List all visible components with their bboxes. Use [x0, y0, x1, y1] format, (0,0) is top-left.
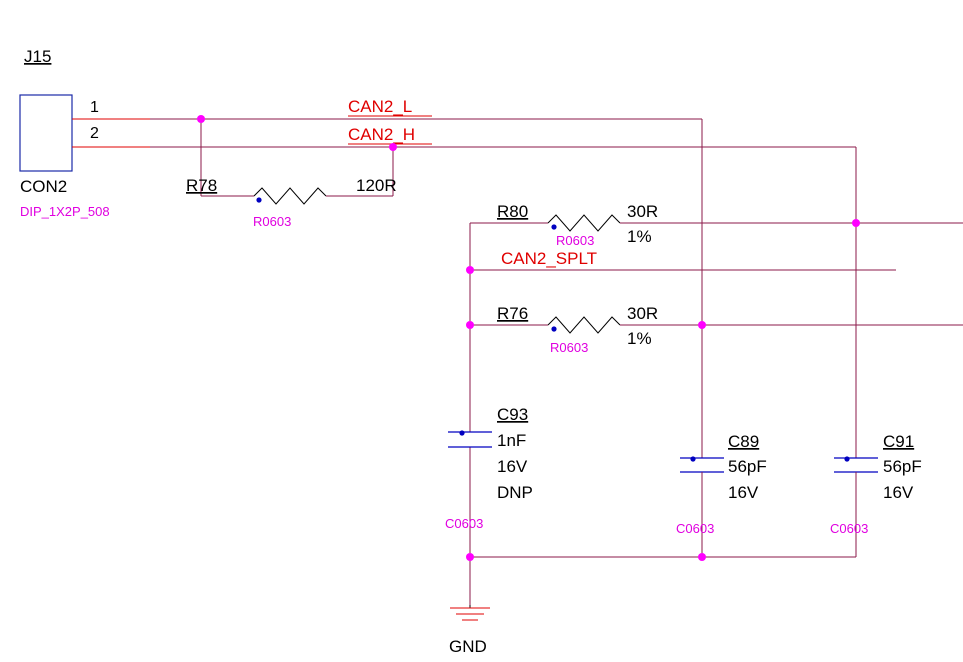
junction-dot [197, 115, 205, 123]
r80-value: 30R [627, 202, 658, 221]
net-label-can-l: CAN2_L [348, 97, 412, 116]
connector-package: DIP_1X2P_508 [20, 204, 110, 219]
c89-package: C0603 [676, 521, 714, 536]
connector-pin2-label: 2 [90, 125, 99, 142]
r76-tolerance: 1% [627, 329, 652, 348]
r78-package: R0603 [253, 214, 291, 229]
net-label-split: CAN2_SPLT [501, 249, 597, 268]
r76-ref: R76 [497, 304, 528, 323]
junction-dot [466, 266, 474, 274]
c89-value: 56pF [728, 457, 767, 476]
c91-package: C0603 [830, 521, 868, 536]
c93-pin1-dot [459, 430, 465, 436]
gnd-label: GND [449, 637, 487, 656]
junction-dot [852, 219, 860, 227]
junction-dot [698, 321, 706, 329]
junction-dot [389, 143, 397, 151]
c91-pin1-dot [844, 456, 850, 462]
r76-resistor [547, 316, 621, 334]
junction-dot [698, 553, 706, 561]
c91-voltage: 16V [883, 483, 914, 502]
r80-pin1-dot [551, 224, 557, 230]
r78-pin1-dot [256, 197, 262, 203]
c93-ref: C93 [497, 405, 528, 424]
junction-dot [466, 321, 474, 329]
r78-value: 120R [356, 176, 397, 195]
r80-tolerance: 1% [627, 227, 652, 246]
r78-ref: R78 [186, 176, 217, 195]
c89-voltage: 16V [728, 483, 759, 502]
r76-pin1-dot [551, 326, 557, 332]
c93-voltage: 16V [497, 457, 528, 476]
c93-note: DNP [497, 483, 533, 502]
c93-package: C0603 [445, 516, 483, 531]
c91-value: 56pF [883, 457, 922, 476]
connector-ref: J15 [24, 47, 51, 66]
r80-ref: R80 [497, 202, 528, 221]
connector-pin1-label: 1 [90, 99, 99, 116]
r76-package: R0603 [550, 340, 588, 355]
r78-resistor [253, 187, 327, 205]
r80-resistor [547, 214, 621, 232]
r80-package: R0603 [556, 233, 594, 248]
r76-value: 30R [627, 304, 658, 323]
net-label-can-h: CAN2_H [348, 125, 415, 144]
c89-ref: C89 [728, 432, 759, 451]
connector-body [19, 94, 73, 172]
connector-value: CON2 [20, 177, 67, 196]
c93-value: 1nF [497, 431, 526, 450]
c91-ref: C91 [883, 432, 914, 451]
junction-dot [466, 553, 474, 561]
c89-pin1-dot [690, 456, 696, 462]
